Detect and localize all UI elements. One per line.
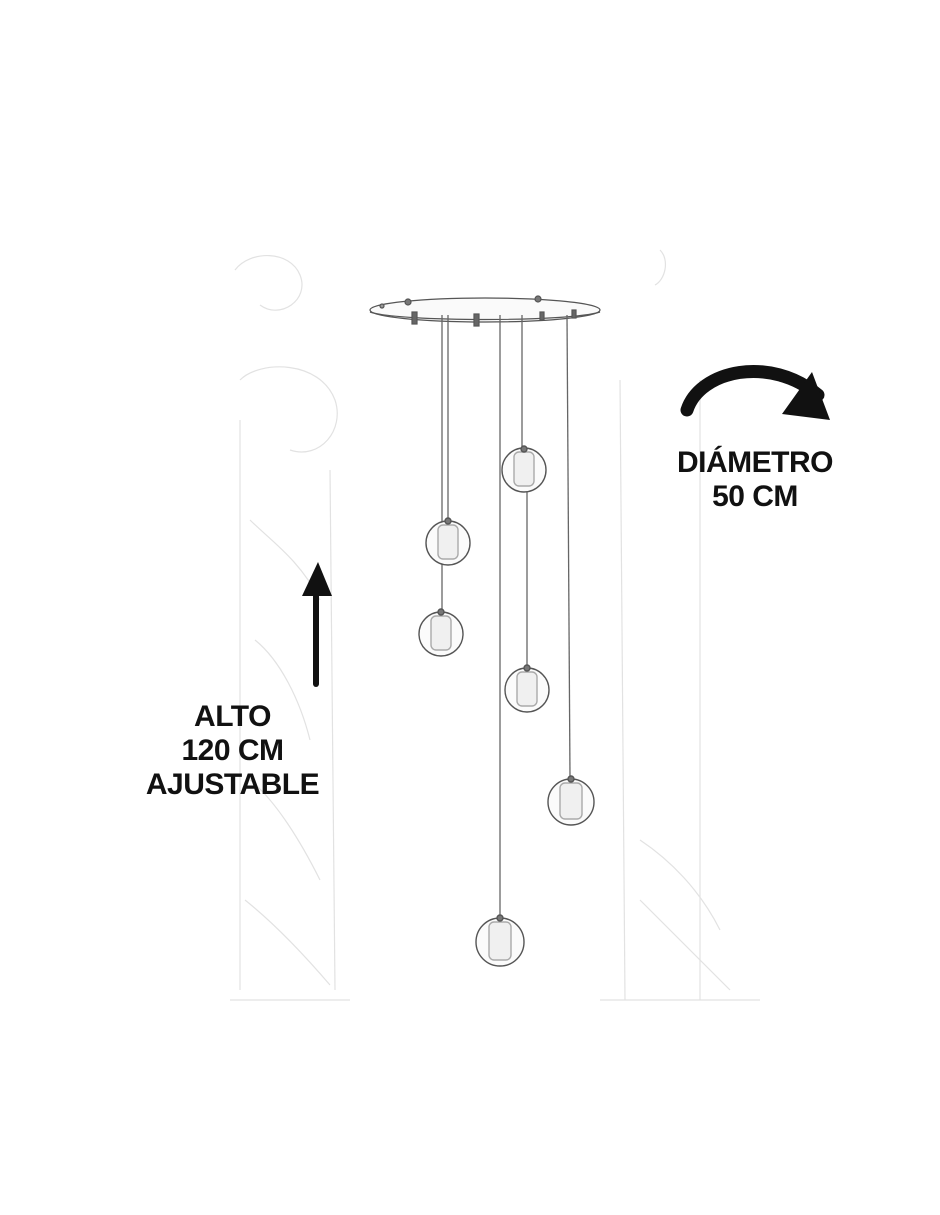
globe-6 <box>475 914 525 967</box>
height-label-line3: AJUSTABLE <box>145 768 320 801</box>
glass-globes <box>418 445 595 967</box>
globe-5 <box>547 775 595 826</box>
ceiling-canopy <box>369 295 601 327</box>
height-label-line2: 120 CM <box>181 734 284 767</box>
height-label: ALTO 120 CM AJUSTABLE <box>130 700 335 802</box>
diameter-label-line1: DIÁMETRO <box>677 446 834 479</box>
globe-3 <box>418 608 464 657</box>
globe-2 <box>425 517 471 566</box>
globe-4 <box>504 664 550 713</box>
suspension-wires <box>441 314 571 918</box>
background-sketch <box>230 249 760 1001</box>
curved-arrow-right-icon <box>680 365 830 420</box>
diameter-label: DIÁMETRO 50 CM <box>660 446 850 514</box>
height-label-line1: ALTO <box>194 700 271 733</box>
arrow-up-icon <box>302 562 332 687</box>
globe-1 <box>501 445 547 493</box>
diameter-label-line2: 50 CM <box>712 480 798 513</box>
